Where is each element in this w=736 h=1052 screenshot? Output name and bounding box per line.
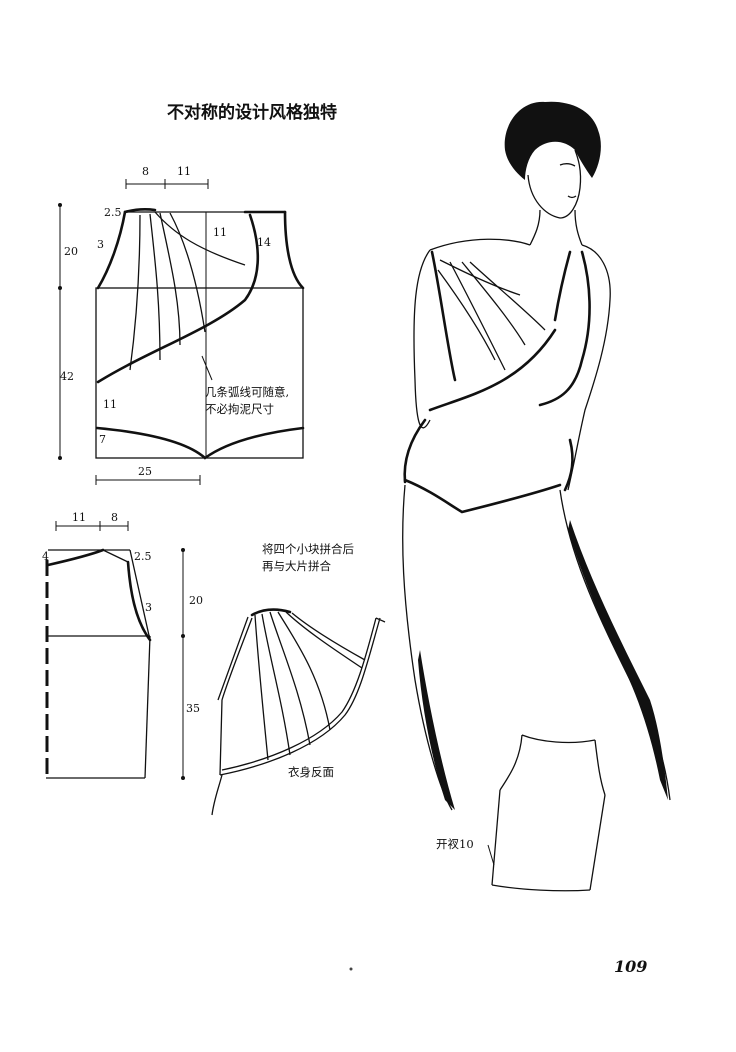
fashion-figure-sketch — [402, 101, 671, 811]
dim-shoulder-drop: 2.5 — [104, 206, 122, 219]
front-frame — [95, 287, 304, 459]
slit-marker — [487, 844, 495, 866]
dim-drape-line: 11 — [213, 226, 227, 239]
back-dim-neck-drop: 4 — [42, 550, 49, 563]
skirt-left-edge — [402, 484, 453, 811]
back-dim-armhole: 3 — [145, 601, 152, 614]
left-armhole-curve — [96, 210, 127, 290]
back-dim-length-lower: 35 — [186, 702, 200, 715]
dim-shoulder-right: 14 — [257, 236, 271, 249]
back-dim-length-upper: 20 — [189, 594, 203, 607]
back-neckline-curve — [46, 548, 105, 567]
face-outline — [527, 149, 582, 219]
page-number: 109 — [614, 957, 647, 976]
asymmetric-strap — [553, 250, 572, 322]
back-view-left-side — [491, 789, 501, 886]
dim-hem-drop: 7 — [99, 433, 106, 446]
dim-side-low: 11 — [103, 398, 117, 411]
dim-bottom-width: 25 — [138, 465, 152, 478]
bodice-hem — [403, 478, 562, 514]
drape-edge — [428, 328, 557, 412]
front-note-line1: 几条弧线可随意, — [205, 385, 289, 399]
dim-length-upper: 20 — [64, 245, 78, 258]
right-arm — [567, 244, 611, 491]
back-bodice-pattern: 11 8 4 2.5 3 20 35 — [42, 511, 203, 780]
drape-edge-curve — [96, 213, 260, 384]
note-pointer — [201, 355, 213, 381]
back-armhole-curve — [126, 560, 152, 642]
front-hem-curve — [95, 426, 305, 460]
slit-label: 开衩10 — [436, 837, 474, 851]
assembly-neck — [250, 608, 292, 617]
back-view-hem — [491, 884, 591, 892]
assembly-drape-edge — [219, 617, 381, 776]
dim-top-left: 8 — [142, 165, 149, 178]
back-dim-top-left: 11 — [72, 511, 86, 524]
front-bodice-pattern: 8 11 20 42 2.5 3 11 14 11 7 — [58, 165, 305, 485]
dim-armhole: 3 — [97, 238, 104, 251]
dim-length-total: 42 — [60, 370, 74, 383]
assembly-note-line1: 将四个小块拼合后 — [262, 542, 354, 556]
back-dim-shoulder-drop: 2.5 — [134, 550, 152, 563]
back-view-neck — [521, 734, 596, 744]
assembly-reverse-label: 衣身反面 — [288, 765, 334, 779]
hair-shape — [504, 101, 601, 180]
back-view-left-armhole — [499, 734, 523, 791]
front-note-line2: 不必拘泥尺寸 — [205, 402, 274, 416]
left-shoulder — [429, 238, 531, 251]
right-armhole-curve — [283, 210, 305, 290]
stray-mark — [349, 967, 353, 971]
dim-top-right: 11 — [177, 165, 191, 178]
drape-line-1 — [154, 211, 246, 266]
page-title: 不对称的设计风格独特 — [167, 102, 337, 123]
assembly-side-edge — [219, 617, 253, 776]
back-dim-top-right: 8 — [111, 511, 118, 524]
assembly-view: 将四个小块拼合后 再与大片拼合 衣身反面 — [211, 542, 386, 816]
assembly-note-line2: 再与大片拼合 — [262, 559, 331, 573]
back-view-sketch: 开衩10 — [436, 734, 606, 892]
